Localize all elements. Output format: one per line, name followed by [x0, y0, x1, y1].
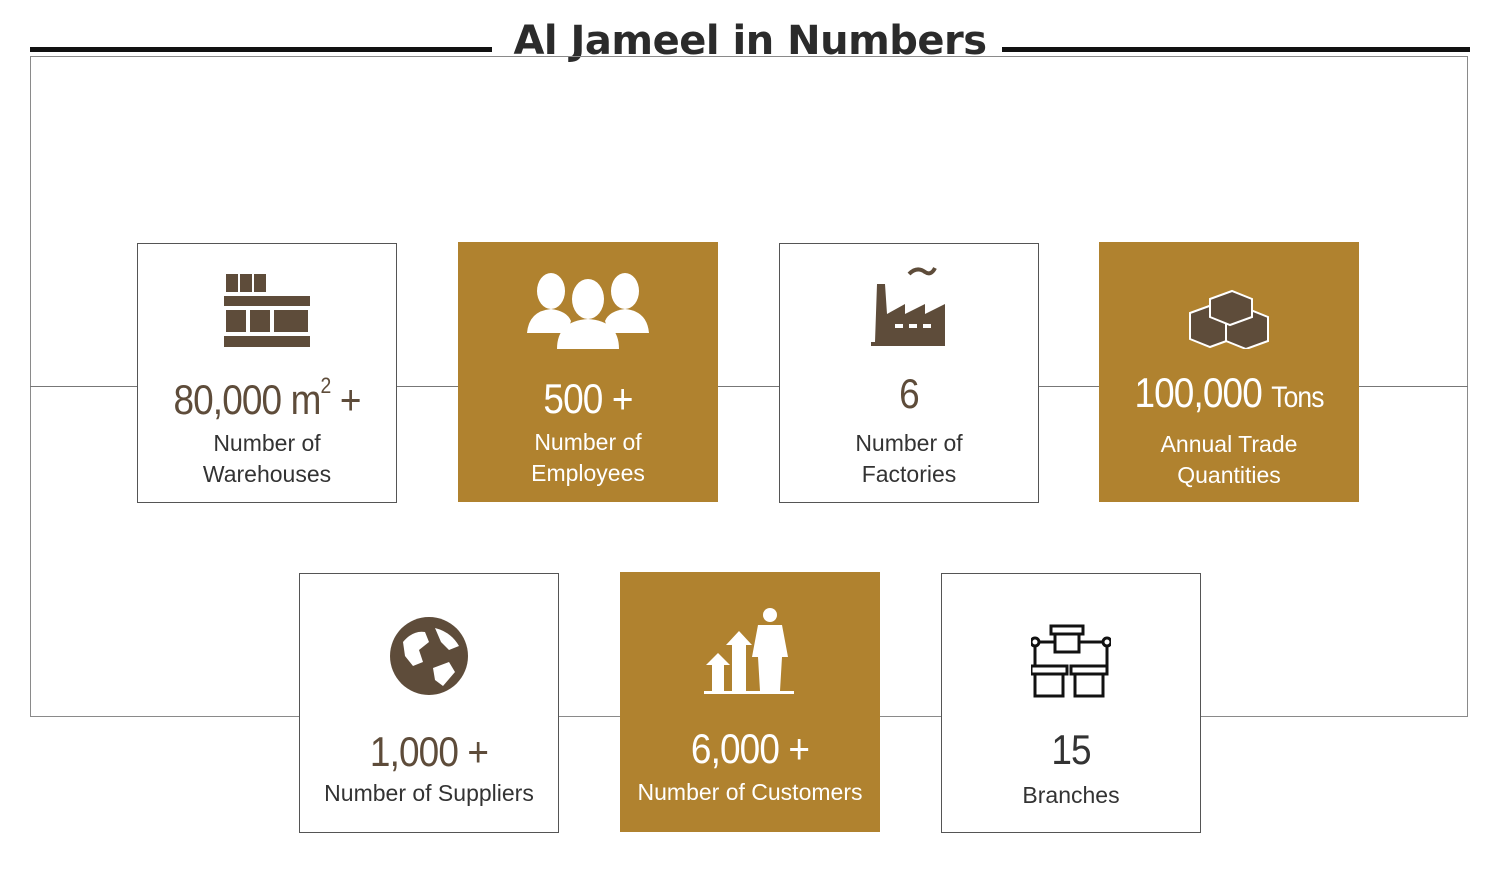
employees-value: 500 + [543, 375, 633, 422]
row-connector-top [30, 386, 1468, 387]
suppliers-value: 1,000 + [369, 728, 489, 775]
globe-icon [300, 616, 558, 696]
branches-label: Branches [1022, 782, 1120, 808]
customers-value: 6,000 + [690, 725, 810, 772]
card-customers: 6,000 + Number of Customers [620, 572, 880, 832]
growth-chart-businessman-icon [621, 607, 879, 695]
factories-value: 6 [899, 370, 920, 417]
card-suppliers: 1,000 + Number of Suppliers [299, 573, 559, 833]
customers-label: Number of Customers [637, 779, 863, 805]
card-branches: 15 Branches [941, 573, 1201, 833]
title-rule-left [30, 47, 492, 52]
boxes-stack-icon [1100, 287, 1358, 349]
branches-network-icon [942, 618, 1200, 698]
suppliers-label: Number of Suppliers [324, 780, 534, 806]
trade-value: 100,000 Tons [1134, 369, 1324, 416]
branches-value: 15 [1051, 726, 1091, 773]
warehouses-value: 80,000 m2 + [173, 373, 361, 423]
factory-icon [780, 264, 1038, 350]
warehouse-shelves-icon [138, 272, 396, 348]
title-rule-right [1002, 47, 1470, 52]
employees-group-icon [459, 271, 717, 351]
